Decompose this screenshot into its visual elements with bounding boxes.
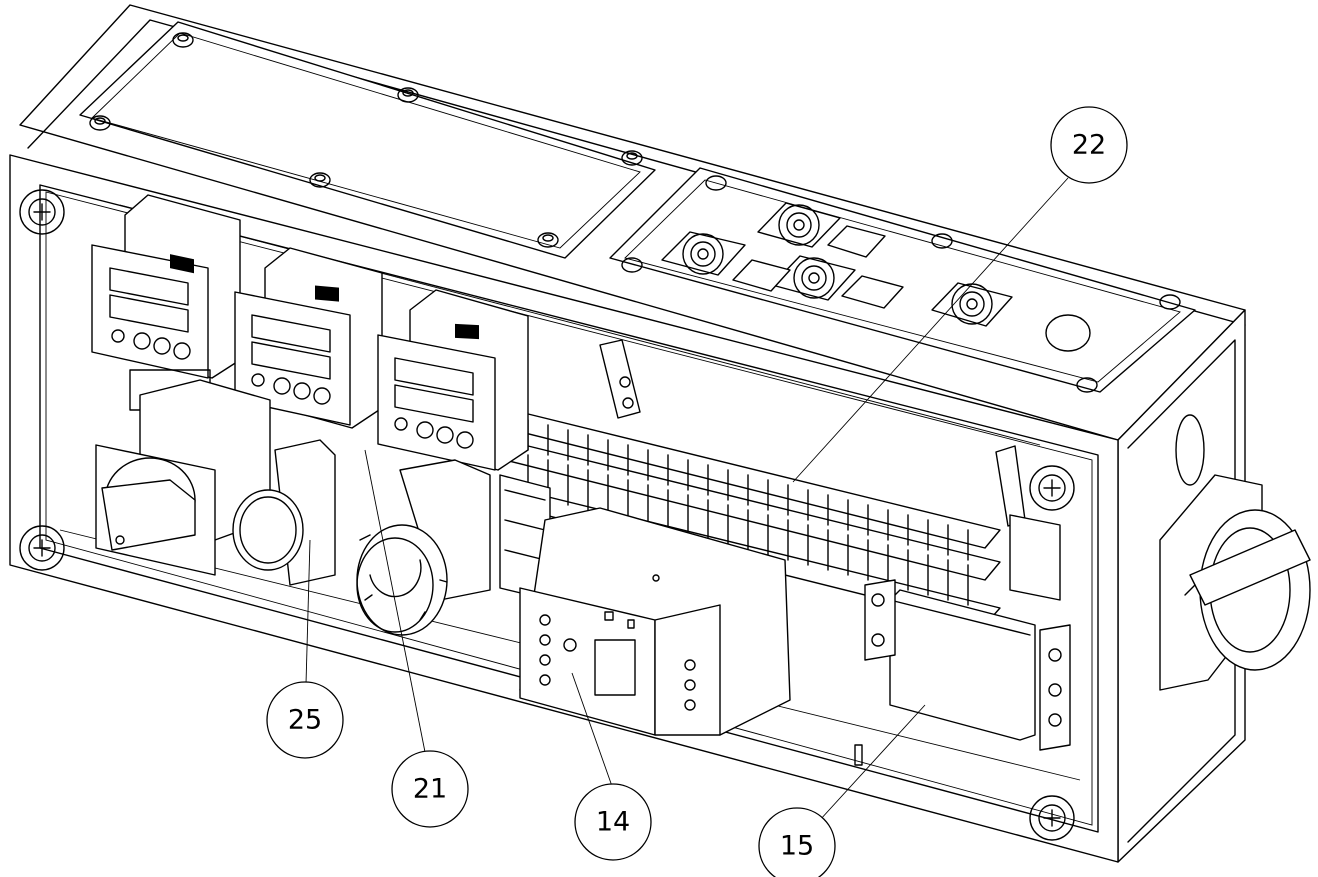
callout-label: 22	[1072, 130, 1106, 161]
temperature-controller	[378, 290, 528, 470]
callout-balloon-15: 15	[759, 808, 835, 877]
connector-panel	[610, 168, 1195, 392]
relay-module	[855, 580, 1070, 765]
emergency-stop-button	[357, 460, 490, 635]
main-disconnect-handle	[1160, 475, 1310, 690]
callout-label: 15	[780, 831, 814, 862]
temperature-controller	[92, 195, 240, 410]
corner-screw	[20, 190, 1074, 840]
temperature-controller	[235, 248, 382, 428]
callout-balloon-25: 25	[267, 682, 343, 758]
contactor	[520, 508, 790, 735]
lid-panel	[80, 22, 655, 258]
connector	[758, 203, 840, 247]
connector	[662, 232, 745, 275]
panel-screw	[90, 33, 642, 247]
callout-balloon-21: 21	[392, 751, 468, 827]
pilot-light	[233, 440, 335, 585]
callout-label: 14	[596, 807, 630, 838]
callout-label: 25	[288, 705, 322, 736]
connector	[932, 283, 1012, 326]
callout-balloon-22: 22	[1051, 107, 1127, 183]
connector	[772, 256, 855, 300]
leader-lines	[305, 178, 1068, 832]
terminal-block	[600, 340, 1060, 600]
callout-label: 21	[413, 774, 447, 805]
callout-balloon-14: 14	[575, 784, 651, 860]
